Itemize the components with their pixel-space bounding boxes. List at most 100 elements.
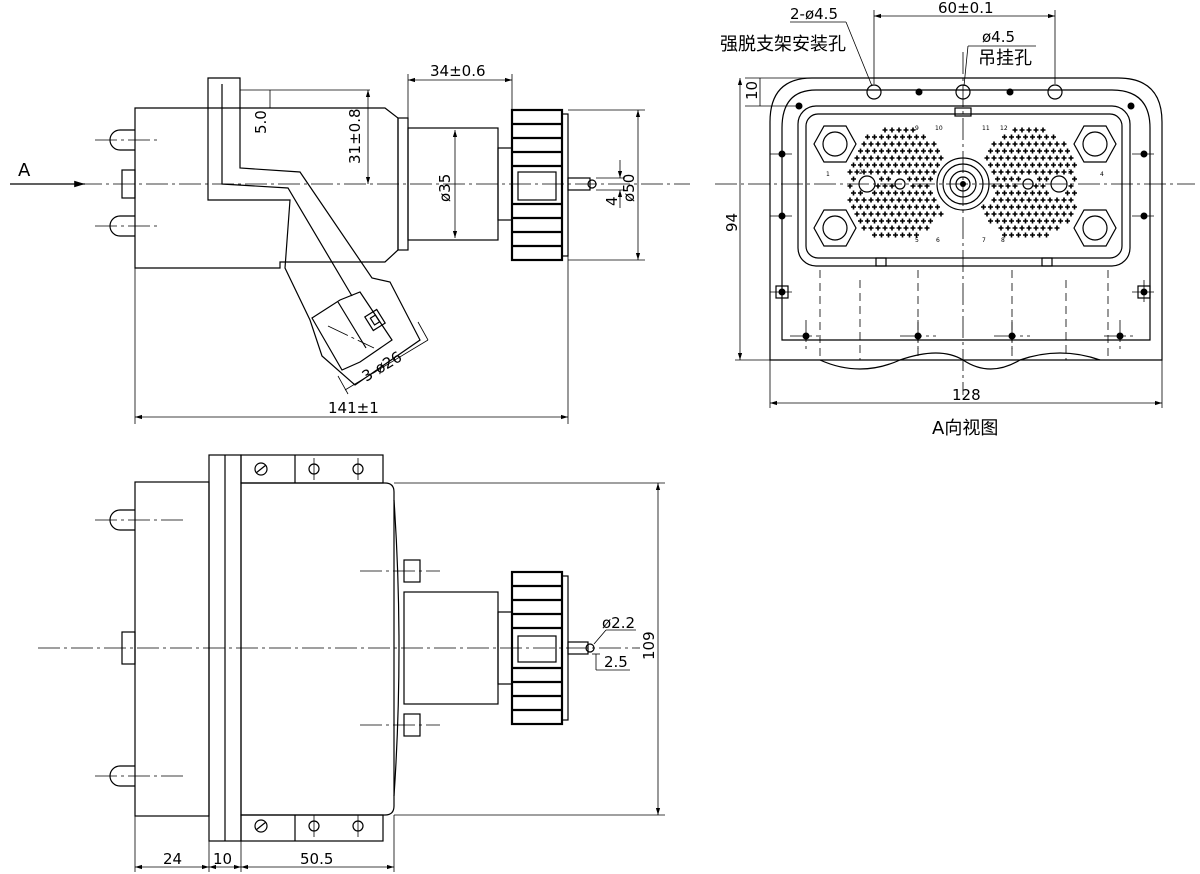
contact-field xyxy=(847,127,1077,238)
contact-mark xyxy=(1068,155,1074,161)
contact-mark xyxy=(896,211,902,217)
contact-mark xyxy=(907,134,912,140)
contact-mark xyxy=(1009,232,1014,238)
contact-mark xyxy=(858,218,863,224)
note-release-holes: 强脱支架安装孔 xyxy=(720,34,846,55)
contact-mark xyxy=(893,218,898,224)
contact-mark xyxy=(1019,169,1025,175)
contact-mark xyxy=(1030,162,1035,168)
contact-mark xyxy=(1033,225,1039,231)
contact-mark xyxy=(998,155,1004,161)
contact-mark xyxy=(889,183,895,189)
contact-mark xyxy=(1005,197,1011,203)
dim-d35: ø35 xyxy=(436,174,454,202)
contact-mark xyxy=(1047,225,1053,231)
contact-mark xyxy=(903,197,909,203)
contact-mark xyxy=(907,162,912,168)
contact-mark xyxy=(1072,204,1077,210)
contact-mark xyxy=(938,155,944,161)
contact-mark xyxy=(914,232,919,238)
contact-mark xyxy=(900,134,905,140)
dim-31: 31±0.8 xyxy=(346,108,364,164)
contact-mark xyxy=(1023,204,1028,210)
contact-mark xyxy=(861,211,867,217)
contact-mark xyxy=(882,225,888,231)
contact-mark xyxy=(1009,204,1014,210)
contact-mark xyxy=(882,197,888,203)
contact-mark xyxy=(903,155,909,161)
contact-mark xyxy=(1044,162,1049,168)
contact-mark xyxy=(907,190,912,196)
contact-mark xyxy=(910,225,916,231)
contact-mark xyxy=(998,211,1004,217)
contact-mark xyxy=(1040,169,1046,175)
contact-mark xyxy=(1065,190,1070,196)
contact-mark xyxy=(1012,211,1018,217)
contact-mark xyxy=(1019,127,1025,133)
contact-mark xyxy=(1012,183,1018,189)
contact-mark xyxy=(931,211,937,217)
contact-mark xyxy=(928,218,933,224)
contact-mark xyxy=(935,162,940,168)
contact-mark xyxy=(1054,225,1060,231)
contact-mark xyxy=(917,141,923,147)
contact-mark xyxy=(903,225,909,231)
contact-mark xyxy=(1051,162,1056,168)
contact-mark xyxy=(991,211,997,217)
contact-mark xyxy=(1051,134,1056,140)
contact-mark xyxy=(931,141,937,147)
contact-mark xyxy=(1012,127,1018,133)
contact-mark xyxy=(1030,148,1035,154)
contact-mark xyxy=(1040,211,1046,217)
contact-mark xyxy=(903,169,909,175)
contact-mark xyxy=(1040,141,1046,147)
contact-mark xyxy=(988,148,993,154)
contact-mark xyxy=(872,190,877,196)
contact-mark xyxy=(868,225,874,231)
contact-mark xyxy=(861,141,867,147)
contact-mark xyxy=(1012,141,1018,147)
dim-d2-2: ø2.2 xyxy=(602,614,635,632)
dim-10-end: 10 xyxy=(743,81,761,100)
contact-mark xyxy=(1012,155,1018,161)
view-a-letter: A xyxy=(18,160,31,181)
note-hang-hole: 吊挂孔 xyxy=(978,48,1032,69)
contact-mark xyxy=(886,176,891,182)
contact-mark xyxy=(854,211,860,217)
contact-mark xyxy=(1026,197,1032,203)
contact-mark xyxy=(861,197,867,203)
contact-mark xyxy=(917,225,923,231)
contact-mark xyxy=(921,190,926,196)
contact-mark xyxy=(935,204,940,210)
dim-24: 24 xyxy=(163,850,182,868)
contact-mark xyxy=(872,148,877,154)
contact-mark xyxy=(1051,148,1056,154)
contact-mark xyxy=(907,232,912,238)
contact-mark xyxy=(1033,197,1039,203)
contact-mark xyxy=(868,141,874,147)
contact-mark xyxy=(1047,211,1053,217)
contact-mark xyxy=(928,148,933,154)
contact-mark xyxy=(879,190,884,196)
contact-mark xyxy=(917,197,923,203)
contact-mark xyxy=(1040,197,1046,203)
contact-mark xyxy=(1040,127,1046,133)
contact-mark xyxy=(865,218,870,224)
contact-mark xyxy=(917,211,923,217)
contact-mark xyxy=(900,190,905,196)
contact-mark xyxy=(1005,141,1011,147)
contact-mark xyxy=(1054,197,1060,203)
contact-mark xyxy=(889,211,895,217)
contact-mark xyxy=(1009,134,1014,140)
contact-mark xyxy=(1016,162,1021,168)
pin-label-9: 9 xyxy=(915,125,919,132)
dim-5: 5.0 xyxy=(252,110,270,134)
contact-mark xyxy=(1061,141,1067,147)
contact-mark xyxy=(1026,127,1032,133)
contact-mark xyxy=(1030,190,1035,196)
dim-141: 141±1 xyxy=(328,399,379,417)
contact-mark xyxy=(998,169,1004,175)
contact-mark xyxy=(1058,218,1063,224)
contact-mark xyxy=(988,218,993,224)
